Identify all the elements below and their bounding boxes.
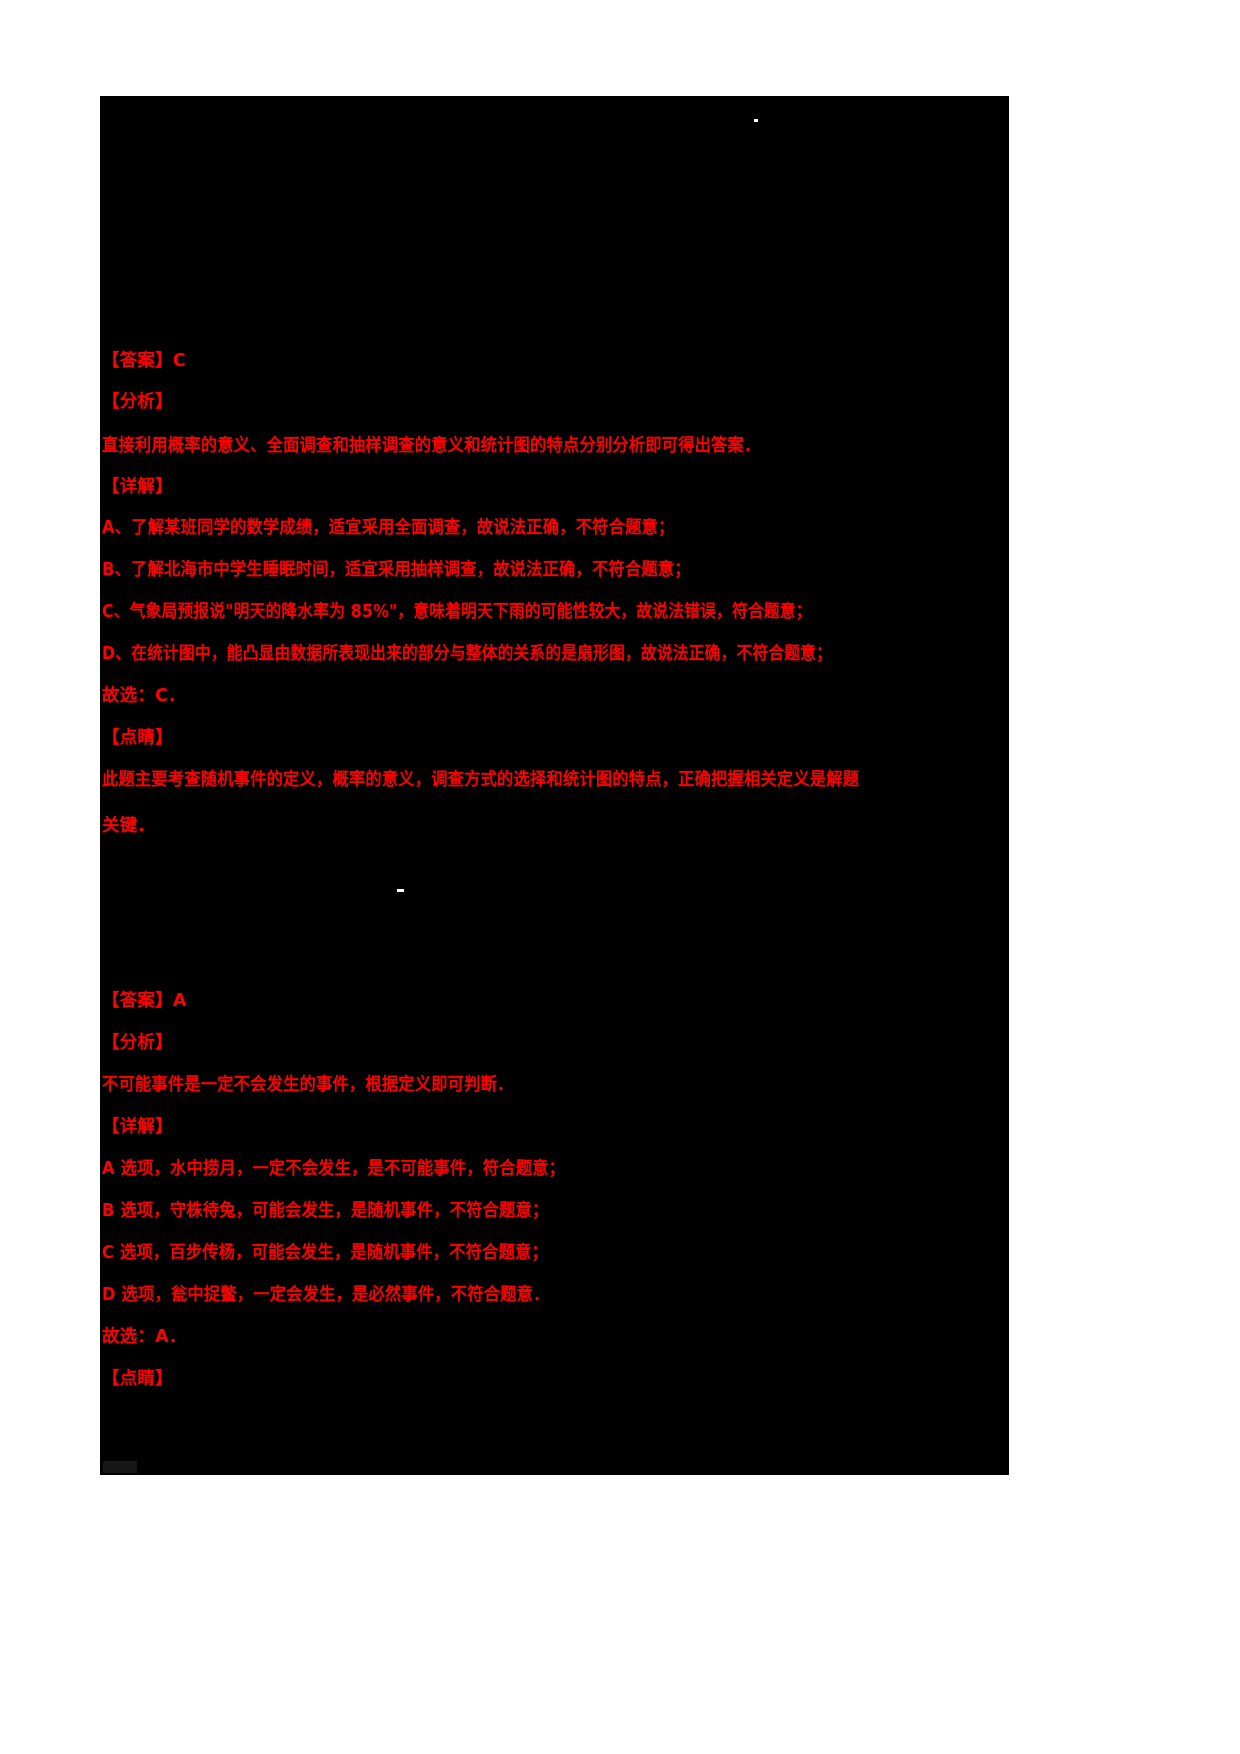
scan-speck-top bbox=[754, 119, 758, 122]
answer-heading-1: 【答案】C bbox=[102, 351, 186, 371]
option-line-1a: A、了解某班同学的数学成绩，适宜采用全面调查，故说法正确，不符合题意； bbox=[102, 518, 675, 538]
insight-line-1-1: 此题主要考查随机事件的定义，概率的意义，调查方式的选择和统计图的特点，正确把握相… bbox=[102, 770, 860, 790]
option-line-1c: C、气象局预报说"明天的降水率为 85%"，意味着明天下雨的可能性较大，故说法错… bbox=[102, 602, 812, 622]
option-line-2d: D 选项，瓮中捉鳖，一定会发生，是必然事件，不符合题意． bbox=[102, 1285, 550, 1305]
scan-speck-middle bbox=[397, 889, 404, 892]
analysis-text-1: 直接利用概率的意义、全面调查和抽样调查的意义和统计图的特点分别分析即可得出答案． bbox=[102, 436, 761, 456]
option-line-1b: B、了解北海市中学生睡眠时间，适宜采用抽样调查，故说法正确，不符合题意； bbox=[102, 560, 691, 580]
insight-line-1-2: 关键． bbox=[102, 816, 156, 836]
scanned-page-sheet: 【答案】C 【分析】 直接利用概率的意义、全面调查和抽样调查的意义和统计图的特点… bbox=[97, 96, 1009, 1475]
answer-label-2: 【答案】 bbox=[102, 991, 173, 1011]
answer-value-2: A bbox=[172, 991, 187, 1011]
page-gutter-rule bbox=[97, 96, 100, 1475]
option-line-2b: B 选项，守株待兔，可能会发生，是随机事件，不符合题意； bbox=[102, 1201, 549, 1221]
option-line-2c: C 选项，百步传杨，可能会发生，是随机事件，不符合题意； bbox=[102, 1243, 548, 1263]
option-line-1d: D、在统计图中，能凸显由数据所表现出来的部分与整体的关系的是扇形图，故说法正确，… bbox=[102, 644, 833, 664]
insight-heading-2: 【点睛】 bbox=[102, 1369, 173, 1389]
detail-heading-1: 【详解】 bbox=[102, 477, 173, 497]
insight-heading-1: 【点睛】 bbox=[102, 728, 173, 748]
analysis-heading-2: 【分析】 bbox=[102, 1033, 173, 1053]
analysis-text-2: 不可能事件是一定不会发生的事件，根据定义即可判断． bbox=[102, 1075, 514, 1095]
answer-value-1: C bbox=[172, 351, 186, 371]
answer-label-1: 【答案】 bbox=[102, 351, 173, 371]
conclusion-2: 故选：A． bbox=[102, 1327, 187, 1347]
answer-key-text: 【答案】C 【分析】 直接利用概率的意义、全面调查和抽样调查的意义和统计图的特点… bbox=[102, 96, 1009, 1475]
option-line-2a: A 选项，水中捞月，一定不会发生，是不可能事件，符合题意； bbox=[102, 1159, 566, 1179]
analysis-heading-1: 【分析】 bbox=[102, 392, 173, 412]
detail-heading-2: 【详解】 bbox=[102, 1117, 173, 1137]
scan-artifact-bottom-left bbox=[103, 1461, 137, 1473]
conclusion-1: 故选：C． bbox=[102, 686, 186, 706]
answer-heading-2: 【答案】A bbox=[102, 991, 187, 1011]
